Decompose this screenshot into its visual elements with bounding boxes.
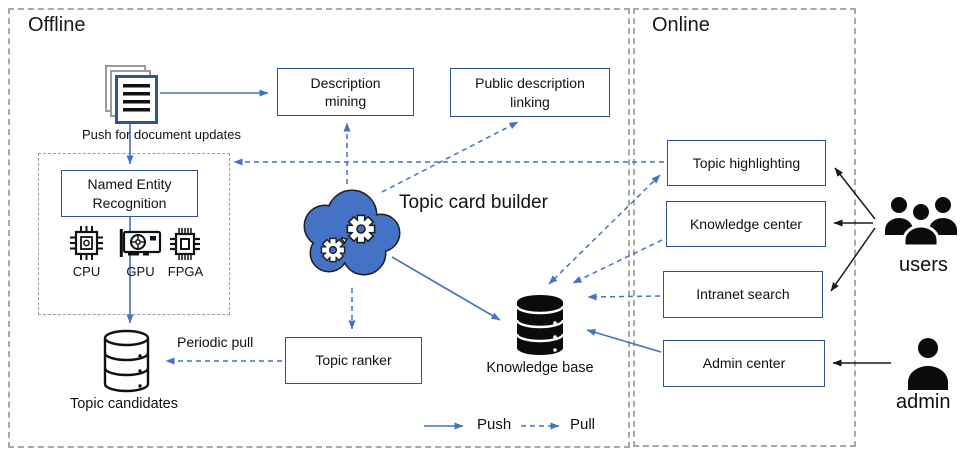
users-label: users bbox=[899, 254, 948, 276]
document-stack-icon bbox=[103, 63, 163, 127]
description-mining-node: Description mining bbox=[277, 68, 414, 116]
topic-highlighting-node: Topic highlighting bbox=[667, 140, 826, 186]
topic-ranker-node: Topic ranker bbox=[285, 337, 422, 384]
admin-center-node: Admin center bbox=[663, 340, 825, 387]
gear-icon bbox=[346, 214, 376, 244]
admin-icon bbox=[908, 338, 948, 390]
intranet-search-label: Intranet search bbox=[696, 286, 790, 303]
knowledge-base-label: Knowledge base bbox=[486, 360, 594, 376]
fpga-icon bbox=[170, 228, 200, 260]
public-description-linking-label: Public description linking bbox=[475, 75, 585, 110]
cpu-label: CPU bbox=[72, 264, 101, 279]
gpu-icon bbox=[119, 229, 162, 257]
topic-candidates-icon bbox=[103, 329, 150, 393]
intranet-search-node: Intranet search bbox=[663, 271, 823, 318]
document-page bbox=[115, 75, 158, 124]
offline-region-label: Offline bbox=[28, 14, 86, 36]
named-entity-recognition-label: Named Entity Recognition bbox=[87, 176, 172, 211]
knowledge-center-node: Knowledge center bbox=[666, 201, 826, 247]
topic-candidates-label: Topic candidates bbox=[69, 396, 178, 412]
ner-module bbox=[38, 153, 230, 315]
online-region-label: Online bbox=[652, 14, 710, 36]
topic-highlighting-label: Topic highlighting bbox=[692, 154, 801, 171]
document-caption: Push for document updates bbox=[82, 127, 241, 142]
knowledge-center-label: Knowledge center bbox=[689, 215, 803, 232]
admin-label: admin bbox=[896, 391, 951, 413]
topic-ranker-label: Topic ranker bbox=[315, 352, 392, 369]
admin-center-label: Admin center bbox=[702, 355, 786, 372]
periodic-pull-label: Periodic pull bbox=[177, 334, 254, 350]
knowledge-base-icon bbox=[516, 295, 564, 355]
description-mining-label: Description mining bbox=[310, 74, 381, 109]
public-description-linking-node: Public description linking bbox=[450, 68, 610, 117]
cpu-icon bbox=[70, 226, 103, 260]
gpu-label: GPU bbox=[126, 264, 155, 279]
fpga-label: FPGA bbox=[167, 264, 204, 279]
topic-card-builder-cloud-icon bbox=[303, 189, 401, 276]
topic-card-builder-label: Topic card builder bbox=[399, 192, 548, 213]
users-icon bbox=[885, 197, 957, 248]
legend-pull-label: Pull bbox=[570, 416, 596, 433]
gear-icon bbox=[320, 237, 346, 263]
named-entity-recognition-node: Named Entity Recognition bbox=[61, 170, 198, 217]
legend-push-label: Push bbox=[477, 416, 512, 433]
